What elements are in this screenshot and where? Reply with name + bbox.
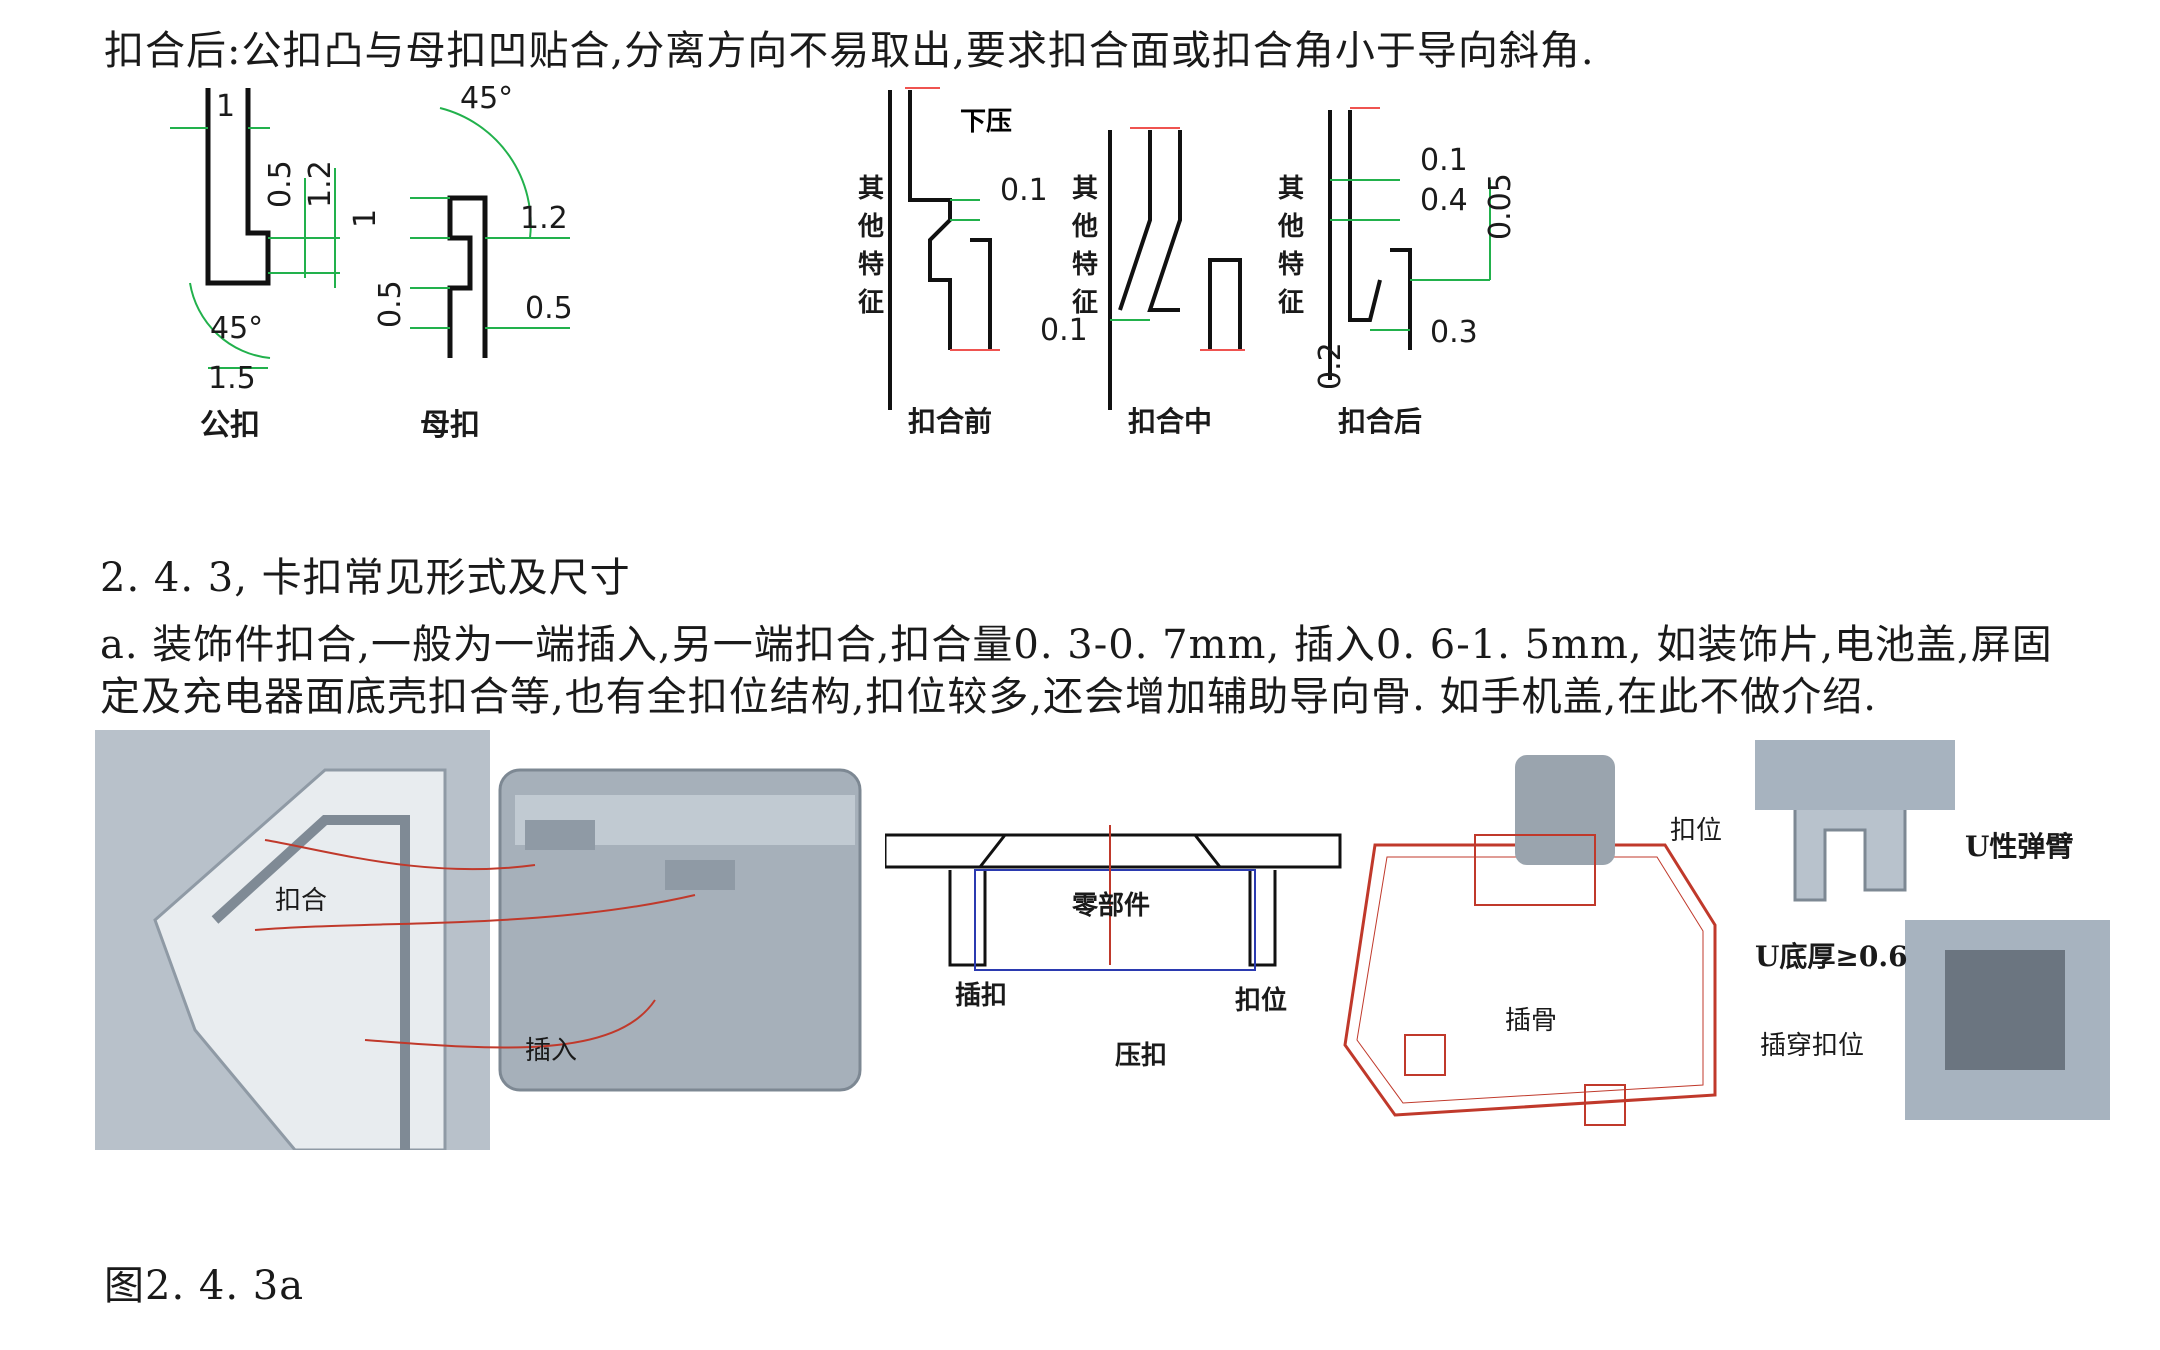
other-feature-after: 其他特征 <box>1278 174 1305 318</box>
figure-caption: 图2. 4. 3a <box>104 1263 305 1309</box>
dim-f1: 1 <box>348 209 383 228</box>
dim-a45-top: 45° <box>460 81 513 116</box>
paragraph-line-2: 定及充电器面底壳扣合等,也有全扣位结构,扣位较多,还会增加辅助导向骨. 如手机盖… <box>100 674 1878 720</box>
label-u-thick: U底厚≥0.6 <box>1755 940 1908 973</box>
label-rib: 插骨 <box>1505 1006 1558 1036</box>
label-latch-3: 扣位 <box>1670 816 1723 846</box>
other-feature-before: 其他特征 <box>858 174 885 318</box>
press-label: 下压 <box>960 107 1012 137</box>
label-latch: 扣位 <box>1235 986 1288 1016</box>
dim-a45-bot: 45° <box>210 311 263 346</box>
stage-middle-label: 扣合中 <box>1128 405 1213 438</box>
other-feature-middle: 其他特征 <box>1072 174 1099 318</box>
dim-f12: 1.2 <box>520 201 568 236</box>
dim-b01: 0.1 <box>1000 173 1048 208</box>
stage-before-label: 扣合前 <box>908 405 993 438</box>
dim-a04: 0.4 <box>1420 183 1468 218</box>
diagram-battery-cover: 扣位 插骨 <box>1335 745 1755 1145</box>
dim-a005: 0.05 <box>1483 173 1518 240</box>
snap-stage-figure: 0.1 0.1 0.1 0.4 0.05 0.3 0.2 下压 <box>888 87 1518 410</box>
dim-m01: 0.1 <box>1040 313 1088 348</box>
stage-after-label: 扣合后 <box>1338 405 1423 438</box>
male-label: 公扣 <box>200 408 260 443</box>
dim-d15: 1.5 <box>208 361 256 396</box>
label-press: 压扣 <box>1115 1041 1168 1071</box>
photo-u-arm: U性弹臂 U底厚≥0.6 插穿扣位 <box>1755 740 2120 1150</box>
paragraph-line-1: a. 装饰件扣合,一般为一端插入,另一端扣合,扣合量0. 3-0. 7mm, 插… <box>100 622 2053 668</box>
female-label: 母扣 <box>420 408 480 443</box>
dim-a02: 0.2 <box>1313 342 1348 390</box>
dim-f05: 0.5 <box>373 280 408 328</box>
dim-a03: 0.3 <box>1430 315 1478 350</box>
dim-d05: 0.5 <box>263 160 298 208</box>
snap-dimension-figure: 1 0.5 1.2 45° 45° 1.5 1 0.5 1.2 0.5 <box>170 81 573 396</box>
label-insert: 插扣 <box>955 981 1008 1011</box>
dim-w1: 1 <box>216 89 235 124</box>
intro-line: 扣合后:公扣凸与母扣凹贴合,分离方向不易取出,要求扣合面或扣合角小于导向斜角. <box>104 28 1595 74</box>
dim-f05r: 0.5 <box>525 291 573 326</box>
label-u-arm: U性弹臂 <box>1965 830 2074 863</box>
diagram-press-latch: 零部件 插扣 扣位 压扣 <box>885 825 1345 1085</box>
dim-a01: 0.1 <box>1420 143 1468 178</box>
section-heading: 2. 4. 3, 卡扣常见形式及尺寸 <box>100 555 631 601</box>
label-kouhe: 扣合 <box>275 886 328 916</box>
label-charu: 插入 <box>525 1036 578 1066</box>
label-through: 插穿扣位 <box>1760 1031 1865 1061</box>
dim-d12: 1.2 <box>303 160 338 208</box>
photo-insert-latch: 扣合 插入 <box>95 730 880 1150</box>
label-part: 零部件 <box>1072 891 1151 921</box>
